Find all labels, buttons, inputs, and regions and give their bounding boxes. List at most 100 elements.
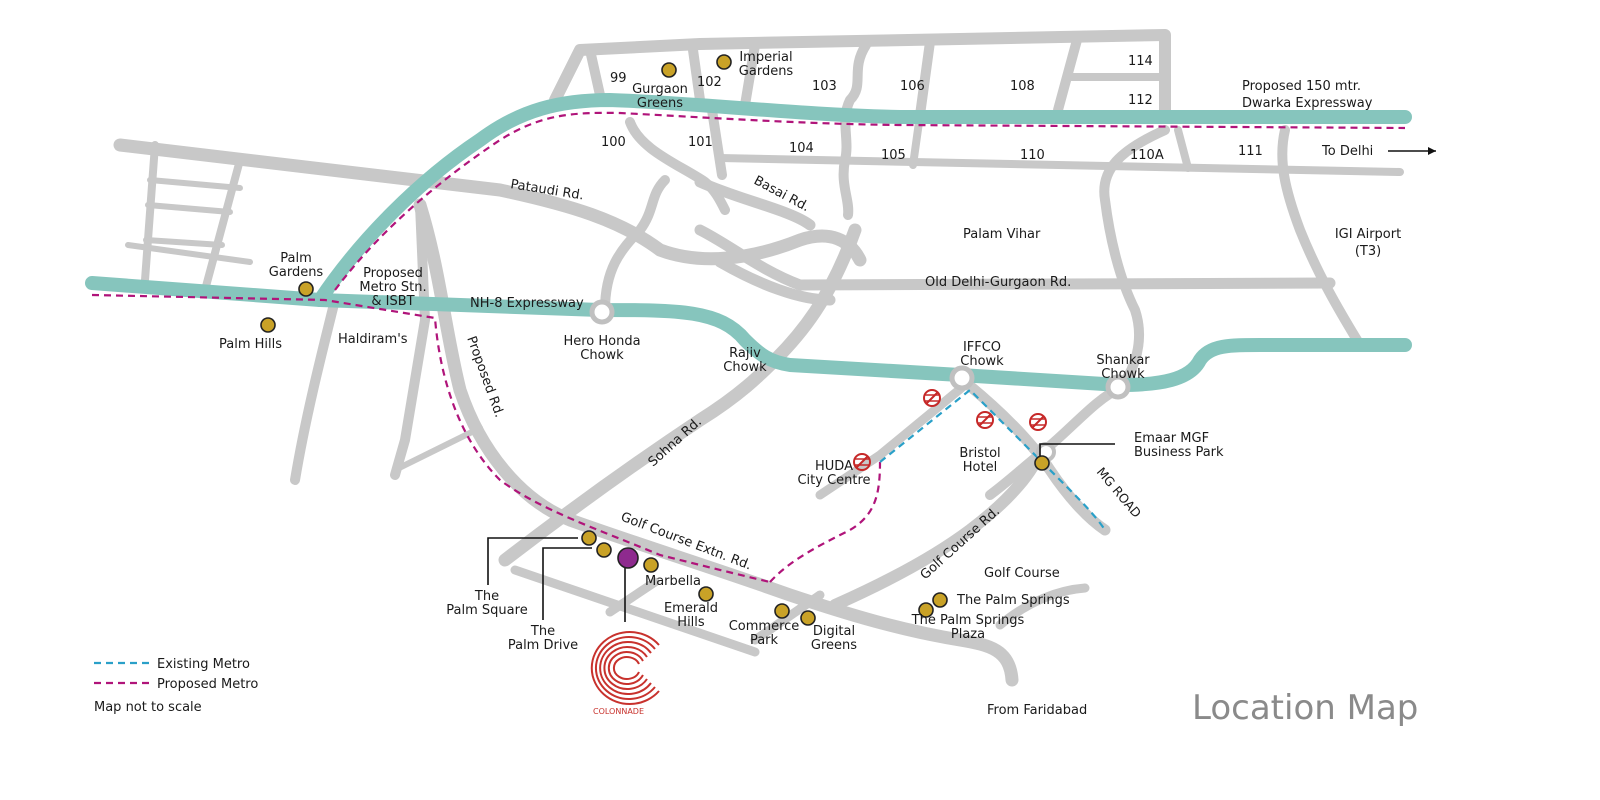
palm-drive-label: Palm Drive [508,638,578,653]
digital-greens-label: Digital [813,624,855,639]
place-labels: Palam Vihar IGI Airport (T3) Gurgaon Gre… [219,50,1401,653]
palm-square-label: The [474,589,499,604]
sector-label: 111 [1238,144,1263,159]
huda-city-centre-label: City Centre [797,473,870,488]
shankar-chowk-label: Shankar [1096,353,1150,368]
golf-course-area-label: Golf Course [984,566,1060,581]
expressways [85,93,1412,392]
palm-gardens-marker [298,281,314,297]
imperial-gardens-marker [716,54,732,70]
sector-label: 105 [881,148,906,163]
sector-label: 102 [697,75,722,90]
sector-label: 100 [601,135,626,150]
arrow-right-icon [1388,147,1436,155]
shankar-chowk-label: Chowk [1101,367,1145,382]
hero-honda-chowk-label: Chowk [580,348,624,363]
from-faridabad-label: From Faridabad [987,703,1087,718]
junctions [589,299,1131,462]
gurgaon-greens-label: Greens [637,96,683,111]
rajiv-chowk-label: Rajiv [729,346,761,361]
iffco-chowk-label: IFFCO [963,340,1001,355]
sector-label: 114 [1128,54,1153,69]
iffco-chowk-label: Chowk [960,354,1004,369]
gurgaon-greens-marker [661,62,677,78]
sector-label: 110A [1130,148,1164,163]
sector-label: 108 [1010,79,1035,94]
proposed-metro-station-label: Metro Stn. [359,280,426,295]
imperial-gardens-label: Imperial [739,50,792,65]
bristol-hotel-label: Hotel [963,460,997,475]
metro-station-icon [923,389,941,407]
commerce-park-marker [774,603,790,619]
sector-label: 110 [1020,148,1045,163]
shankar-chowk-junction [1105,374,1131,400]
hero-honda-chowk-label: Hero Honda [563,334,640,349]
rajiv-chowk-label: Chowk [723,360,767,375]
hero-honda-chowk-junction [589,299,615,325]
palm-springs-marker [932,592,948,608]
proposed-metro-station-label: & ISBT [371,294,414,309]
legend-existing-metro: Existing Metro [157,657,250,672]
commerce-park-label: Commerce [729,619,800,634]
imperial-gardens-label: Gardens [739,64,794,79]
marbella-marker [643,557,659,573]
to-delhi-label: To Delhi [1321,144,1373,159]
iffco-chowk-junction [949,365,975,391]
igi-airport-label: IGI Airport [1335,227,1401,242]
palm-square-label: Palm Square [446,603,527,618]
sector-label: 106 [900,79,925,94]
bristol-hotel-label: Bristol [959,446,1000,461]
metro-stations [853,389,1047,471]
old-delhi-gurgaon-road-label: Old Delhi-Gurgaon Rd. [925,275,1071,290]
palm-gardens-label: Palm [280,251,312,266]
emerald-hills-marker [698,586,714,602]
gurgaon-greens-label: Gurgaon [632,82,688,97]
colonnade-project-marker [617,547,639,569]
palm-drive-label: The [530,624,555,639]
sector-label: 99 [610,71,627,86]
proposed-metro-line [91,111,1406,584]
digital-greens-marker [800,610,816,626]
sohna-road-label: Sohna Rd. [646,415,705,470]
poi-markers [260,54,1050,626]
sector-labels: 99 100 101 102 103 104 105 106 108 110 1… [601,54,1263,163]
sector-label: 103 [812,79,837,94]
emaar-mgf-label: Emaar MGF [1134,431,1209,446]
digital-greens-label: Greens [811,638,857,653]
legend-proposed-metro: Proposed Metro [157,677,258,692]
map-legend: Existing Metro Proposed Metro Map not to… [94,657,258,715]
palm-hills-marker [260,317,276,333]
palm-square-marker [581,530,597,546]
emaar-mgf-marker [1034,455,1050,471]
map-title: Location Map [1192,688,1418,728]
palm-springs-label: The Palm Springs [956,593,1070,608]
igi-airport-label: (T3) [1355,244,1381,259]
emaar-mgf-label: Business Park [1134,445,1224,460]
colonnade-logo: COLONNADE [590,631,660,716]
logo-text: COLONNADE [593,707,644,716]
metro-station-icon [976,411,994,429]
road-network [113,29,1404,687]
palm-drive-marker [596,542,612,558]
commerce-park-label: Park [750,633,779,648]
palm-hills-label: Palm Hills [219,337,282,352]
palm-springs-plaza-label: The Palm Springs [911,613,1025,628]
dwarka-expressway-label: Dwarka Expressway [1242,96,1373,111]
sector-label: 104 [789,141,814,156]
metro-station-icon [853,453,871,471]
palm-springs-plaza-marker [918,602,934,618]
metro-station-icon [1029,413,1047,431]
huda-city-centre-label: HUDA [815,459,853,474]
emerald-hills-label: Emerald [664,601,718,616]
dwarka-expressway-label: Proposed 150 mtr. [1242,79,1361,94]
palam-vihar-label: Palam Vihar [963,227,1041,242]
emerald-hills-label: Hills [677,615,705,630]
haldirams-label: Haldiram's [338,332,408,347]
sector-label: 101 [688,135,713,150]
mg-road-label: MG ROAD [1094,464,1145,520]
palm-springs-plaza-label: Plaza [951,627,985,642]
proposed-metro-station-label: Proposed [363,266,423,281]
sector-label: 112 [1128,93,1153,108]
